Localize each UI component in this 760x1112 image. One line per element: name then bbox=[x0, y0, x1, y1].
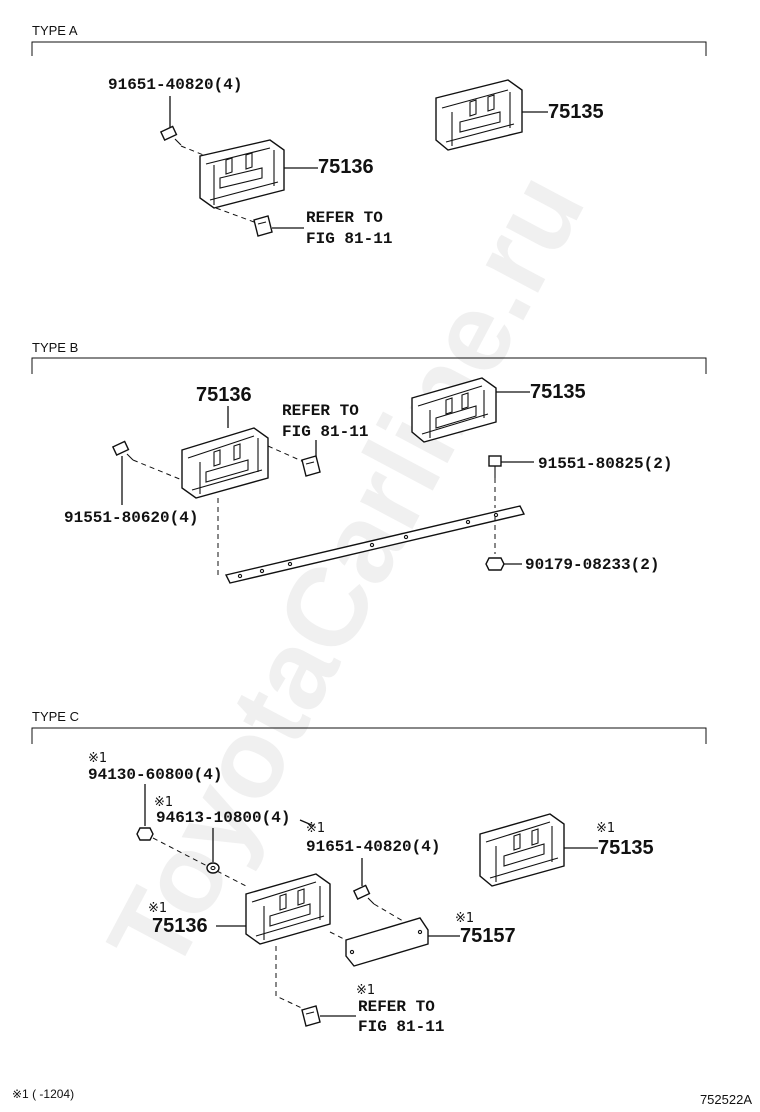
nut-icon bbox=[136, 827, 154, 841]
part-label-bracket-75136[interactable]: 75136 bbox=[152, 915, 208, 937]
section-frame-type-b bbox=[31, 357, 707, 374]
figure-id: 752522A bbox=[700, 1092, 752, 1107]
license-plate-75135[interactable] bbox=[435, 79, 523, 151]
dashed-assembly-line bbox=[180, 145, 207, 157]
panel-75157[interactable] bbox=[345, 917, 429, 967]
clip-nut-icon bbox=[301, 455, 321, 477]
license-plate-bracket-75136[interactable] bbox=[245, 873, 331, 945]
note-mark: ※1 bbox=[455, 911, 474, 926]
part-label-bolt-91551-80825[interactable]: 91551-80825(2) bbox=[538, 455, 672, 473]
part-label-bracket-75136[interactable]: 75136 bbox=[318, 156, 374, 178]
license-plate-bracket-75136[interactable] bbox=[181, 427, 269, 499]
clip-nut-icon bbox=[253, 215, 273, 237]
section-frame-type-a bbox=[31, 41, 707, 56]
leader-line bbox=[299, 819, 315, 827]
refer-text-line-2[interactable]: FIG 81-11 bbox=[358, 1018, 444, 1036]
section-title-type-c: TYPE C bbox=[32, 709, 79, 724]
bolt-icon bbox=[352, 884, 375, 905]
note-mark: ※1 bbox=[596, 821, 615, 836]
section-frame-type-c bbox=[31, 727, 707, 744]
refer-text-line-2[interactable]: FIG 81-11 bbox=[282, 423, 368, 441]
section-type-a: TYPE A 91651-40820(4) 75136 REFER TO FIG… bbox=[31, 23, 707, 248]
section-type-c: TYPE C ※1 94130-60800(4) ※1 94613-10800(… bbox=[31, 709, 707, 1036]
note-mark: ※1 bbox=[356, 983, 375, 998]
footnote: ※1 ( -1204) bbox=[12, 1087, 74, 1101]
dashed-assembly-line bbox=[132, 459, 183, 481]
dashed-assembly-line bbox=[373, 903, 409, 925]
license-plate-75135[interactable] bbox=[411, 377, 497, 443]
note-mark: ※1 bbox=[148, 901, 167, 916]
part-label-bolt-91551-80620[interactable]: 91551-80620(4) bbox=[64, 509, 198, 527]
note-mark: ※1 bbox=[88, 751, 107, 766]
clip-nut-icon bbox=[301, 1005, 321, 1027]
license-plate-75135[interactable] bbox=[479, 813, 565, 887]
part-label-bolt-91651-40820[interactable]: 91651-40820(4) bbox=[108, 76, 242, 94]
part-label-panel-75157[interactable]: 75157 bbox=[460, 925, 516, 947]
part-label-plate-75135[interactable]: 75135 bbox=[598, 837, 654, 859]
section-title-type-b: TYPE B bbox=[32, 340, 78, 355]
part-label-nut-94130-60800[interactable]: 94130-60800(4) bbox=[88, 766, 222, 784]
part-label-nut-90179-08233[interactable]: 90179-08233(2) bbox=[525, 556, 659, 574]
dashed-assembly-line bbox=[267, 445, 305, 463]
refer-text-line-1[interactable]: REFER TO bbox=[306, 209, 383, 227]
note-mark: ※1 bbox=[154, 795, 173, 810]
section-type-b: TYPE B 75136 91551-80620(4) REFER TO FIG… bbox=[31, 340, 707, 584]
bolt-icon bbox=[488, 455, 502, 478]
part-label-plate-75135[interactable]: 75135 bbox=[530, 381, 586, 403]
refer-text-line-1[interactable]: REFER TO bbox=[358, 998, 435, 1016]
section-title-type-a: TYPE A bbox=[32, 23, 78, 38]
washer-icon bbox=[206, 862, 220, 874]
refer-text-line-1[interactable]: REFER TO bbox=[282, 402, 359, 420]
license-plate-bracket-75136[interactable] bbox=[199, 139, 285, 209]
part-label-washer-94613-10800[interactable]: 94613-10800(4) bbox=[156, 809, 290, 827]
bolt-icon bbox=[111, 440, 134, 461]
part-label-bracket-75136[interactable]: 75136 bbox=[196, 384, 252, 406]
dashed-assembly-line bbox=[275, 946, 307, 1011]
mounting-bar[interactable] bbox=[224, 505, 526, 584]
note-mark: ※1 bbox=[306, 821, 325, 836]
bolt-icon bbox=[159, 125, 182, 146]
nut-icon bbox=[485, 557, 505, 571]
dashed-assembly-line bbox=[329, 931, 347, 941]
dashed-assembly-line bbox=[215, 207, 255, 223]
part-label-bolt-91651-40820[interactable]: 91651-40820(4) bbox=[306, 838, 440, 856]
part-label-plate-75135[interactable]: 75135 bbox=[548, 101, 604, 123]
refer-text-line-2[interactable]: FIG 81-11 bbox=[306, 230, 392, 248]
